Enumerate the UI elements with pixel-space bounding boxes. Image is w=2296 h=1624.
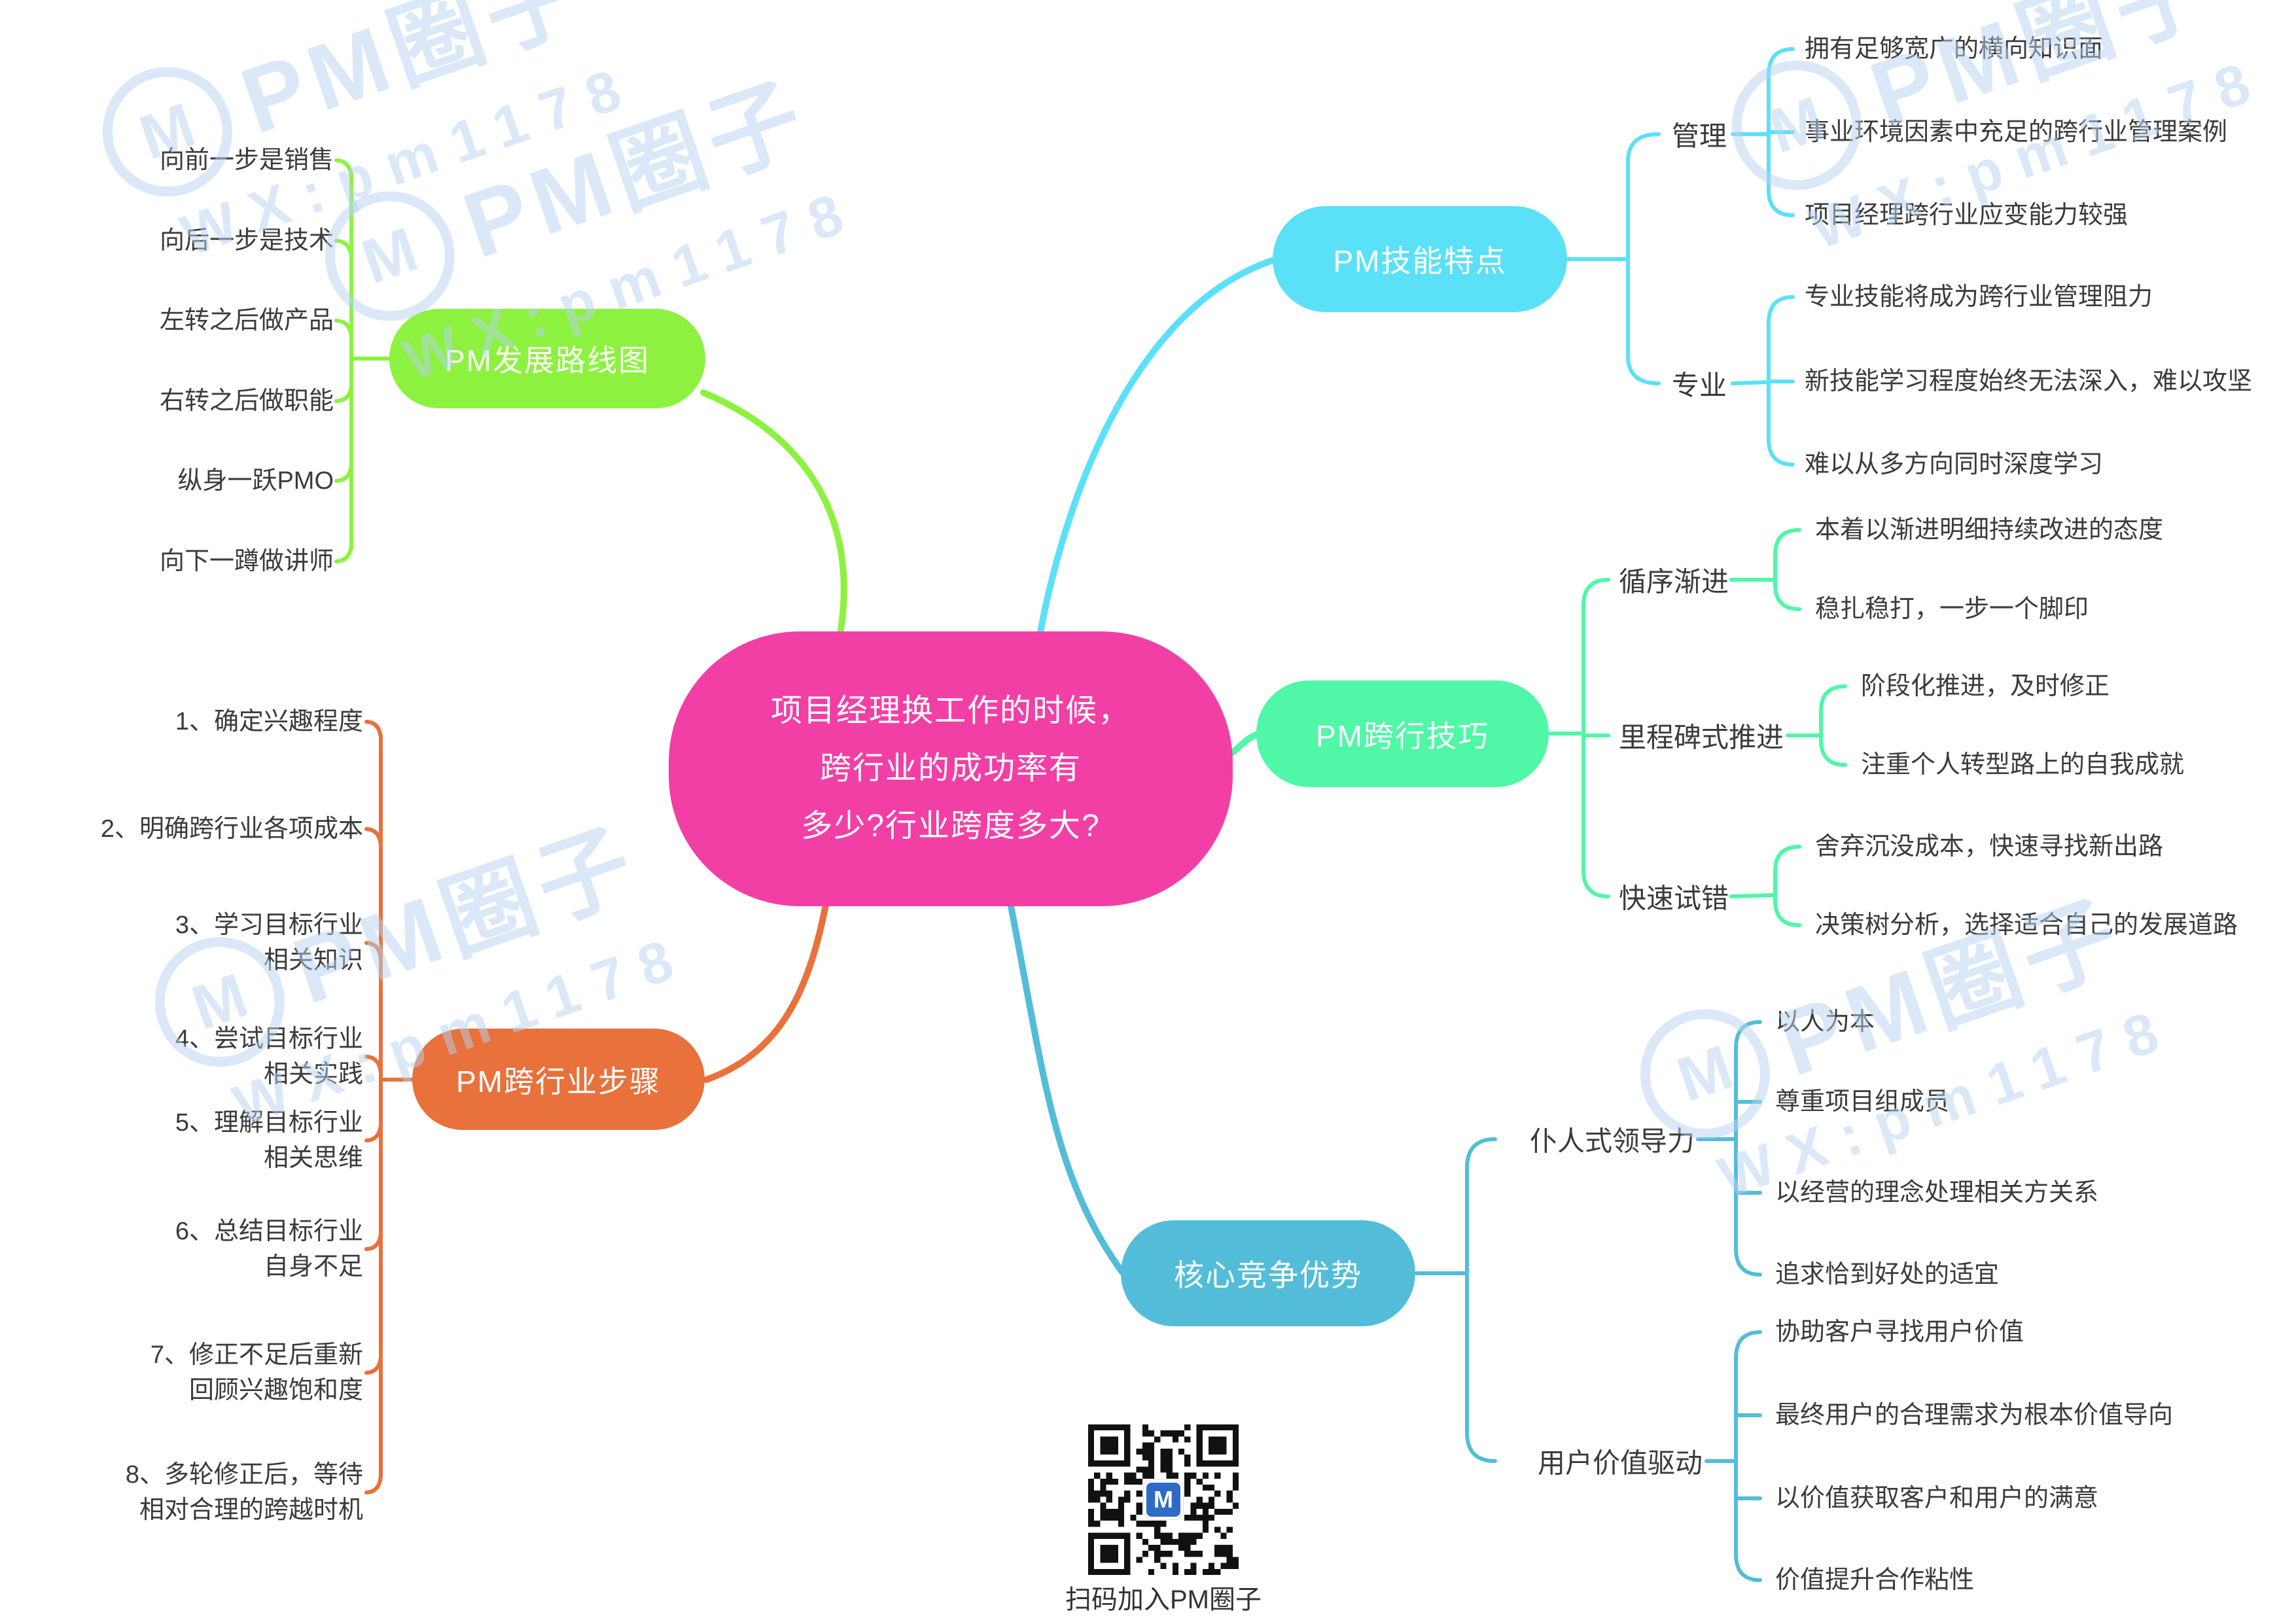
roadmap-item[interactable]: 纵身一跃PMO bbox=[177, 467, 334, 495]
advantages-servant-item[interactable]: 以人为本 bbox=[1775, 1008, 1875, 1036]
techniques-fail-fast-item[interactable]: 决策树分析，选择适合自己的发展道路 bbox=[1815, 911, 2238, 939]
steps-item[interactable]: 2、明确跨行业各项成本 bbox=[101, 811, 363, 847]
steps-item[interactable]: 1、确定兴趣程度 bbox=[175, 704, 363, 739]
advantages-user-value-item[interactable]: 协助客户寻找用户价值 bbox=[1775, 1318, 2024, 1346]
branch-label: PM跨行业步骤 bbox=[456, 1064, 661, 1099]
skills-braces bbox=[1566, 47, 1795, 467]
central-topic-line: 多少?行业跨度多大? bbox=[801, 809, 1101, 843]
techniques-group-label-gradual[interactable]: 循序渐进 bbox=[1619, 566, 1729, 597]
skills-professional-item[interactable]: 难以从多方向同时深度学习 bbox=[1805, 451, 2104, 478]
central-topic-line: 项目经理换工作的时候， bbox=[770, 694, 1131, 728]
steps-item-line: 4、尝试目标行业 bbox=[175, 1025, 363, 1053]
techniques-milestone-item[interactable]: 阶段化推进，及时修正 bbox=[1861, 673, 2110, 700]
roadmap-item[interactable]: 向后一步是技术 bbox=[159, 227, 334, 255]
branch-node-roadmap[interactable]: PM发展路线图 bbox=[389, 309, 705, 408]
steps-item-line: 1、确定兴趣程度 bbox=[175, 708, 363, 735]
steps-item[interactable]: 7、修正不足后重新 回顾兴趣饱和度 bbox=[150, 1337, 363, 1408]
steps-item-line: 相关思维 bbox=[263, 1144, 363, 1172]
advantages-braces bbox=[1415, 1020, 1762, 1582]
roadmap-bracket bbox=[334, 158, 393, 563]
branch-node-advantages[interactable]: 核心竞争优势 bbox=[1121, 1220, 1415, 1326]
steps-item[interactable]: 8、多轮修正后，等待 相对合理的跨越时机 bbox=[126, 1457, 363, 1528]
branch-node-techniques[interactable]: PM跨行技巧 bbox=[1256, 680, 1549, 787]
skills-professional-item[interactable]: 新技能学习程度始终无法深入，难以攻坚 bbox=[1805, 368, 2253, 395]
advantages-group-label-user-value[interactable]: 用户价值驱动 bbox=[1538, 1447, 1703, 1479]
central-topic-line: 跨行业的成功率有 bbox=[819, 751, 1082, 786]
steps-item[interactable]: 5、理解目标行业 相关思维 bbox=[175, 1105, 363, 1176]
steps-item-line: 8、多轮修正后，等待 bbox=[125, 1461, 363, 1489]
roadmap-item[interactable]: 向下一蹲做讲师 bbox=[159, 548, 334, 575]
techniques-gradual-item[interactable]: 稳扎稳打，一步一个脚印 bbox=[1815, 595, 2089, 623]
steps-item-line: 7、修正不足后重新 bbox=[150, 1341, 363, 1369]
qr-pattern bbox=[1088, 1424, 1239, 1575]
branch-label: PM技能特点 bbox=[1333, 244, 1507, 278]
advantages-servant-item[interactable]: 追求恰到好处的适宜 bbox=[1775, 1261, 2000, 1288]
steps-item-line: 5、理解目标行业 bbox=[175, 1109, 363, 1137]
advantages-user-value-item[interactable]: 最终用户的合理需求为根本价值导向 bbox=[1775, 1402, 2174, 1429]
techniques-gradual-item[interactable]: 本着以渐进明细持续改进的态度 bbox=[1815, 516, 2164, 544]
techniques-milestone-item[interactable]: 注重个人转型路上的自我成就 bbox=[1861, 751, 2185, 779]
techniques-group-label-fail-fast[interactable]: 快速试错 bbox=[1619, 883, 1729, 914]
steps-item-line: 回顾兴趣饱和度 bbox=[188, 1377, 363, 1404]
skills-manage-item[interactable]: 拥有足够宽广的横向知识面 bbox=[1805, 35, 2104, 63]
techniques-fail-fast-item[interactable]: 舍弃沉没成本，快速寻找新出路 bbox=[1815, 833, 2164, 860]
steps-item-line: 相关实践 bbox=[263, 1061, 363, 1088]
roadmap-item[interactable]: 左转之后做产品 bbox=[159, 307, 334, 334]
branch-node-steps[interactable]: PM跨行业步骤 bbox=[412, 1029, 705, 1130]
roadmap-item[interactable]: 向前一步是销售 bbox=[159, 147, 334, 174]
steps-bracket bbox=[364, 720, 415, 1494]
skills-manage-item[interactable]: 项目经理跨行业应变能力较强 bbox=[1805, 202, 2128, 229]
branch-label: PM跨行技巧 bbox=[1316, 718, 1489, 753]
techniques-braces bbox=[1548, 528, 1847, 927]
advantages-group-label-servant-leadership[interactable]: 仆人式领导力 bbox=[1530, 1125, 1695, 1157]
branch-node-skills[interactable]: PM技能特点 bbox=[1273, 206, 1567, 312]
advantages-servant-item[interactable]: 尊重项目组成员 bbox=[1775, 1088, 1950, 1116]
qr-caption: 扫码加入PM圈子 bbox=[1065, 1585, 1262, 1614]
branch-label: 核心竞争优势 bbox=[1174, 1258, 1362, 1292]
qr-center-logo-icon: M bbox=[1144, 1480, 1183, 1519]
advantages-user-value-item[interactable]: 价值提升合作粘性 bbox=[1775, 1566, 1975, 1594]
steps-item-line: 相对合理的跨越时机 bbox=[139, 1496, 363, 1524]
skills-professional-item[interactable]: 专业技能将成为跨行业管理阻力 bbox=[1805, 283, 2153, 311]
steps-item-line: 3、学习目标行业 bbox=[175, 911, 363, 939]
skills-group-label-manage[interactable]: 管理 bbox=[1672, 120, 1727, 152]
advantages-user-value-item[interactable]: 以价值获取客户和用户的满意 bbox=[1775, 1485, 2099, 1512]
steps-item[interactable]: 6、总结目标行业 自身不足 bbox=[175, 1214, 363, 1284]
steps-item-line: 自身不足 bbox=[263, 1253, 363, 1280]
steps-item-line: 6、总结目标行业 bbox=[175, 1218, 363, 1245]
main-branch-curves bbox=[700, 257, 1276, 1275]
central-topic[interactable]: 项目经理换工作的时候， 跨行业的成功率有 多少?行业跨度多大? bbox=[669, 631, 1233, 906]
steps-item-line: 2、明确跨行业各项成本 bbox=[100, 815, 363, 843]
steps-item[interactable]: 3、学习目标行业 相关知识 bbox=[175, 908, 363, 978]
advantages-servant-item[interactable]: 以经营的理念处理相关方关系 bbox=[1775, 1179, 2099, 1207]
techniques-group-label-milestone[interactable]: 里程碑式推进 bbox=[1619, 722, 1784, 753]
qr-code: M bbox=[1088, 1424, 1239, 1575]
steps-item[interactable]: 4、尝试目标行业 相关实践 bbox=[175, 1021, 363, 1092]
steps-item-line: 相关知识 bbox=[263, 947, 363, 974]
skills-group-label-professional[interactable]: 专业 bbox=[1672, 370, 1727, 401]
roadmap-item[interactable]: 右转之后做职能 bbox=[159, 387, 334, 415]
skills-manage-item[interactable]: 事业环境因素中充足的跨行业管理案例 bbox=[1805, 118, 2228, 146]
branch-label: PM发展路线图 bbox=[445, 344, 650, 378]
